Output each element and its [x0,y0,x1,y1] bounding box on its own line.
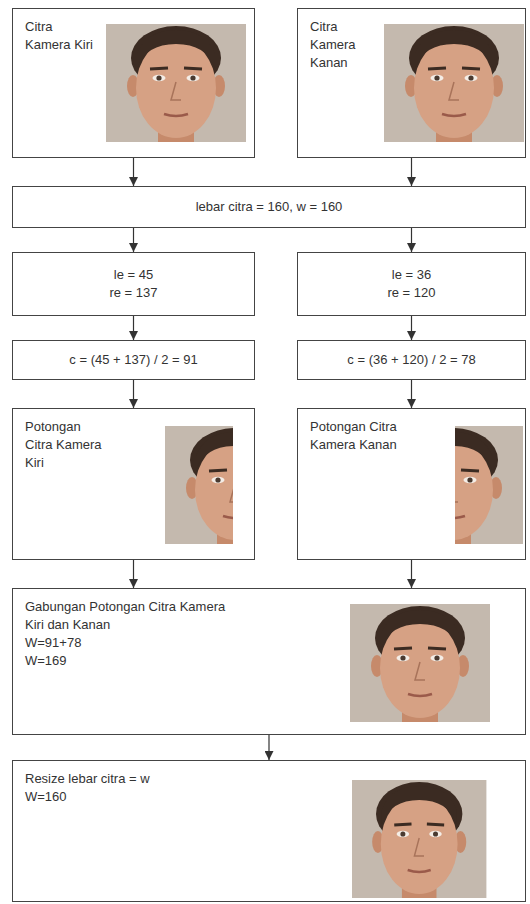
process-box: lebar citra = 160, w = 160 [12,186,526,228]
process-box: c = (45 + 137) / 2 = 91 [12,340,255,380]
right-crop-photo [455,426,523,544]
result-image-box: Resize lebar citra = wW=160 [12,760,526,902]
flow-arrow [268,735,269,760]
flow-arrow [133,158,134,186]
process-box: le = 36re = 120 [297,252,526,316]
node-text: W=91+78 [25,634,81,652]
flow-arrow [411,380,412,408]
flow-arrow [133,560,134,588]
node-text: Citra Kamera Kanan [310,18,380,72]
node-text: re = 120 [387,284,435,302]
node-text: le = 36 [392,266,431,284]
node-text: W=169 [25,652,67,670]
node-text: c = (36 + 120) / 2 = 78 [347,351,475,369]
resized-photo [352,780,486,898]
flow-arrow [133,316,134,340]
process-box: le = 45re = 137 [12,252,255,316]
node-text: W=160 [25,788,67,806]
left-crop-photo [165,426,233,544]
node-text: re = 137 [109,284,157,302]
crop-image-box: Potongan Citra Kamera Kiri [12,408,255,560]
crop-image-box: Potongan Citra Kamera Kanan [297,408,526,560]
node-text: le = 45 [114,266,153,284]
right-camera-photo [384,24,524,142]
flow-arrow [411,316,412,340]
input-image-box: Citra Kamera Kiri [12,8,255,158]
flow-arrow [411,228,412,252]
flow-arrow [411,158,412,186]
input-image-box: Citra Kamera Kanan [297,8,526,158]
merged-photo [350,604,490,722]
merge-image-box: Gabungan Potongan Citra Kamera Kiri dan … [12,588,526,735]
node-text: Citra Kamera Kiri [25,18,95,54]
node-text: Gabungan Potongan Citra Kamera Kiri dan … [25,598,230,634]
node-text: Potongan Citra Kamera Kanan [310,418,402,454]
node-text: Potongan Citra Kamera Kiri [25,418,107,472]
node-text: Resize lebar citra = w [25,770,150,788]
node-text: lebar citra = 160, w = 160 [196,198,343,216]
flow-arrow [411,560,412,588]
process-box: c = (36 + 120) / 2 = 78 [297,340,526,380]
left-camera-photo [106,24,246,142]
flow-arrow [133,380,134,408]
flow-arrow [133,228,134,252]
node-text: c = (45 + 137) / 2 = 91 [69,351,197,369]
